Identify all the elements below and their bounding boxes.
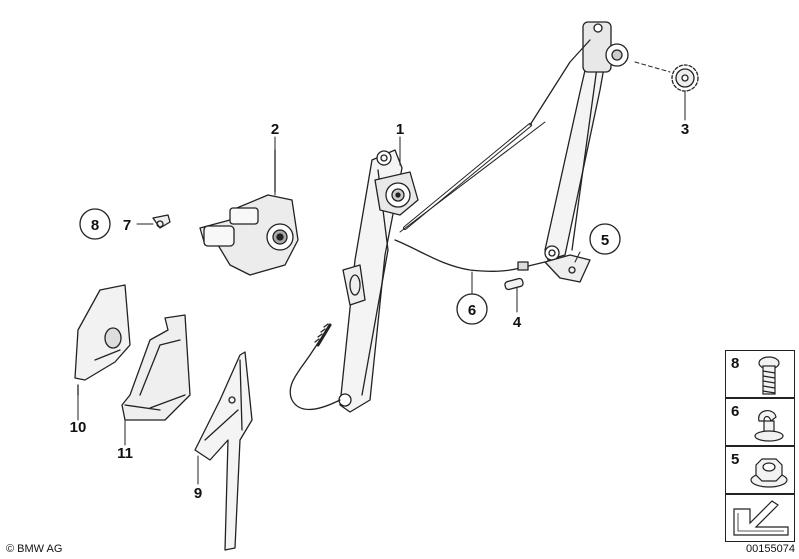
callout-8: 8 xyxy=(91,217,99,234)
callout-circle-8 xyxy=(79,208,111,240)
regulator-pulley-unit xyxy=(374,171,419,216)
leader-lines xyxy=(77,91,686,485)
callout-3: 3 xyxy=(681,121,689,138)
cable-sheath-upper xyxy=(399,39,591,233)
clip-icon xyxy=(754,410,784,442)
legend-number: 5 xyxy=(731,451,740,468)
window-channel-part-9 xyxy=(194,351,253,551)
callout-circle-6 xyxy=(456,293,488,325)
bolt-icon xyxy=(758,356,780,395)
callout-10: 10 xyxy=(70,419,87,436)
callout-2: 2 xyxy=(271,121,279,138)
legend-number: 8 xyxy=(731,355,740,372)
guide-rail-right xyxy=(544,21,629,261)
fastener-legend: 8 6 5 xyxy=(725,350,797,542)
callout-11: 11 xyxy=(117,445,133,462)
trim-cover-part-10 xyxy=(74,284,131,396)
callout-5: 5 xyxy=(601,232,609,249)
callout-9: 9 xyxy=(194,485,202,502)
callout-4: 4 xyxy=(513,314,522,331)
legend-cell-arrow xyxy=(725,494,795,542)
legend-number: 6 xyxy=(731,403,740,420)
nut-icon xyxy=(750,458,788,488)
legend-cell-nut: 5 xyxy=(725,446,795,494)
callout-6: 6 xyxy=(468,302,476,319)
bracket-part-11 xyxy=(121,314,191,421)
document-number: 00155074 xyxy=(746,543,795,555)
callout-1: 1 xyxy=(396,121,404,138)
part-4-pin xyxy=(504,277,524,291)
copyright-text: © BMW AG xyxy=(6,543,63,555)
callout-7: 7 xyxy=(123,217,131,234)
mounting-bracket-right xyxy=(544,254,591,283)
screw-part-7 xyxy=(152,214,171,229)
cable-loop-left xyxy=(289,323,341,411)
window-motor-part-2 xyxy=(199,149,299,276)
sprocket-part-3 xyxy=(634,61,699,92)
legend-cell-clip: 6 xyxy=(725,398,795,446)
cable-lower xyxy=(394,239,546,272)
callout-circle-5 xyxy=(589,223,621,255)
legend-cell-bolt: 8 xyxy=(725,350,795,398)
direction-arrow-icon xyxy=(733,500,789,536)
